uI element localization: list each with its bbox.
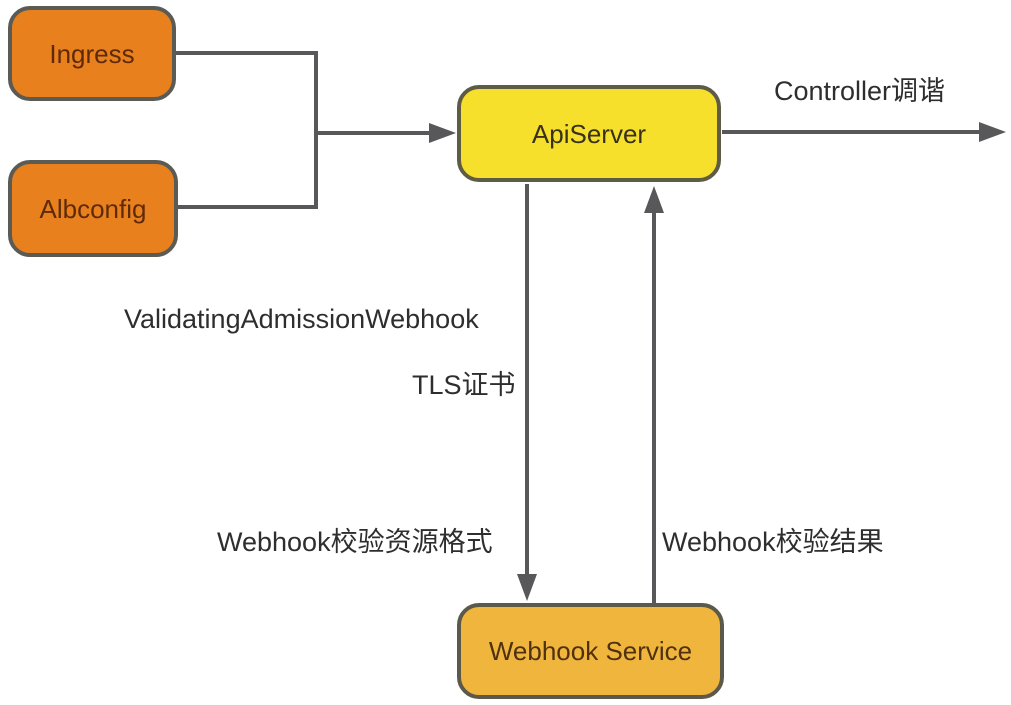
arrowhead-to-controller — [979, 122, 1006, 142]
label-validating-admission-webhook: ValidatingAdmissionWebhook — [124, 304, 479, 334]
node-apiserver-label: ApiServer — [531, 118, 647, 149]
node-apiserver: ApiServer — [457, 85, 721, 182]
node-ingress-label: Ingress — [49, 38, 135, 69]
edge-ingress-albconfig-junction — [176, 51, 318, 209]
arrowhead-to-webhook — [517, 574, 537, 601]
label-controller-reconcile: Controller调谐 — [774, 76, 946, 106]
node-albconfig: Albconfig — [8, 160, 178, 257]
arrowhead-to-apiserver-up — [644, 186, 664, 213]
label-tls-certificate: TLS证书 — [412, 370, 516, 400]
label-webhook-validate-result: Webhook校验结果 — [662, 527, 884, 557]
node-webhook-service-label: Webhook Service — [488, 636, 693, 666]
label-webhook-validate-resource-format: Webhook校验资源格式 — [217, 527, 493, 557]
node-albconfig-label: Albconfig — [39, 193, 147, 224]
arrowhead-to-apiserver — [429, 123, 456, 143]
node-webhook-service: Webhook Service — [457, 603, 724, 699]
node-ingress: Ingress — [8, 6, 176, 101]
